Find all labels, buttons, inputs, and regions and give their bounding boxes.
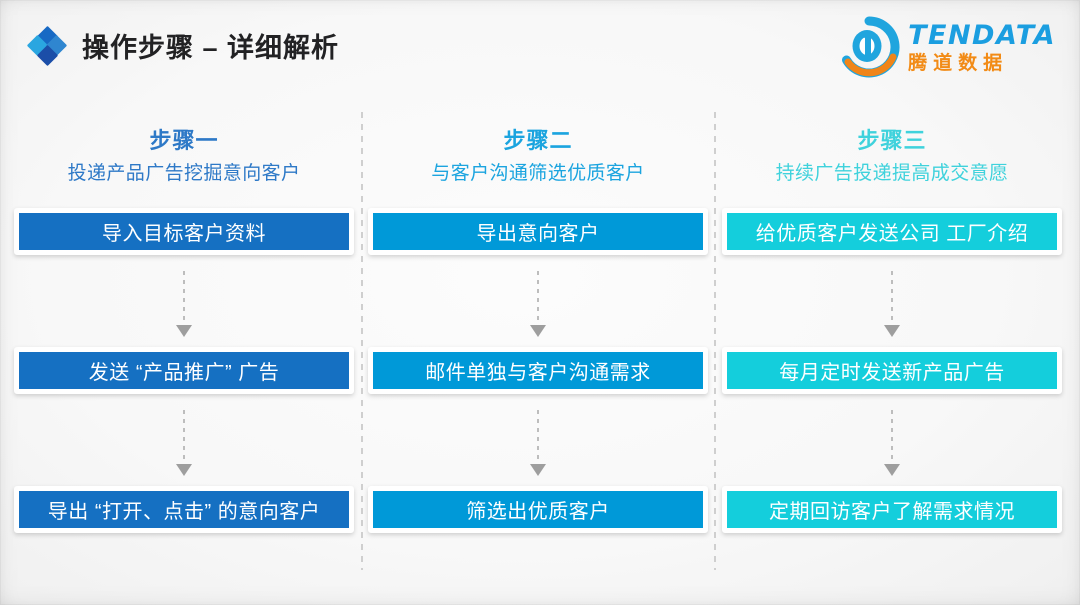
arrow-shaft [891, 410, 893, 467]
column-divider-1 [361, 112, 363, 570]
arrow-shaft [183, 271, 185, 328]
step-1-arrow-2 [14, 394, 354, 486]
page-title: 操作步骤 – 详细解析 [82, 33, 340, 63]
step-1-subtitle: 投递产品广告挖掘意向客户 [67, 163, 301, 185]
step-3-node-1[interactable]: 给优质客户发送公司 工厂介绍 [722, 208, 1062, 256]
step-3-arrow-2 [722, 394, 1062, 486]
step-2-arrow-1 [368, 255, 708, 347]
step-3-nodes: 给优质客户发送公司 工厂介绍 每月定时发送新产品广告 定期回访客户了解需求情况 [722, 208, 1062, 534]
arrow-head-icon [884, 464, 900, 477]
step-1-arrow-1 [14, 255, 354, 347]
diamond-cluster-icon [26, 25, 68, 66]
step-2-nodes: 导出意向客户 邮件单独与客户沟通需求 筛选出优质客户 [368, 208, 708, 534]
step-3-arrow-1 [722, 255, 1062, 347]
step-2-subtitle: 与客户沟通筛选优质客户 [431, 163, 645, 185]
step-column-3: 步骤三 持续广告投递提高成交意愿 给优质客户发送公司 工厂介绍 每月定时发送新产… [722, 128, 1062, 534]
logo-text: TENDATA 腾道数据 [908, 22, 1056, 73]
step-3-heading: 步骤三 [857, 128, 927, 153]
step-2-heading: 步骤二 [503, 128, 573, 153]
step-1-nodes: 导入目标客户资料 发送 “产品推广” 广告 导出 “打开、点击” 的意向客户 [14, 208, 354, 534]
step-1-node-2[interactable]: 发送 “产品推广” 广告 [14, 347, 354, 395]
arrow-shaft [537, 410, 539, 467]
step-3-subtitle: 持续广告投递提高成交意愿 [775, 163, 1009, 185]
step-2-node-3[interactable]: 筛选出优质客户 [368, 486, 708, 534]
step-2-arrow-2 [368, 394, 708, 486]
arrow-shaft [183, 410, 185, 467]
step-1-heading: 步骤一 [149, 128, 219, 153]
arrow-head-icon [884, 325, 900, 338]
logo-text-en: TENDATA [908, 19, 1056, 51]
step-2-node-1[interactable]: 导出意向客户 [368, 208, 708, 256]
step-3-node-3[interactable]: 定期回访客户了解需求情况 [722, 486, 1062, 534]
step-column-1: 步骤一 投递产品广告挖掘意向客户 导入目标客户资料 发送 “产品推广” 广告 导… [14, 128, 354, 534]
tendata-logo: TENDATA 腾道数据 [838, 16, 1056, 78]
step-2-node-2[interactable]: 邮件单独与客户沟通需求 [368, 347, 708, 395]
arrow-head-icon [176, 325, 192, 338]
logo-text-cn: 腾道数据 [908, 52, 1009, 74]
column-divider-2 [714, 112, 716, 570]
tendata-d-circle-logo [838, 16, 900, 78]
step-3-node-2[interactable]: 每月定时发送新产品广告 [722, 347, 1062, 395]
arrow-shaft [537, 271, 539, 328]
step-1-node-1[interactable]: 导入目标客户资料 [14, 208, 354, 256]
slide-header: 操作步骤 – 详细解析 TENDATA 腾道数据 [0, 0, 1080, 96]
arrow-shaft [891, 271, 893, 328]
step-1-node-3[interactable]: 导出 “打开、点击” 的意向客户 [14, 486, 354, 534]
arrow-head-icon [530, 464, 546, 477]
step-column-2: 步骤二 与客户沟通筛选优质客户 导出意向客户 邮件单独与客户沟通需求 筛选出优质… [368, 128, 708, 534]
arrow-head-icon [176, 464, 192, 477]
arrow-head-icon [530, 325, 546, 338]
title-group: 操作步骤 – 详细解析 [26, 25, 340, 66]
